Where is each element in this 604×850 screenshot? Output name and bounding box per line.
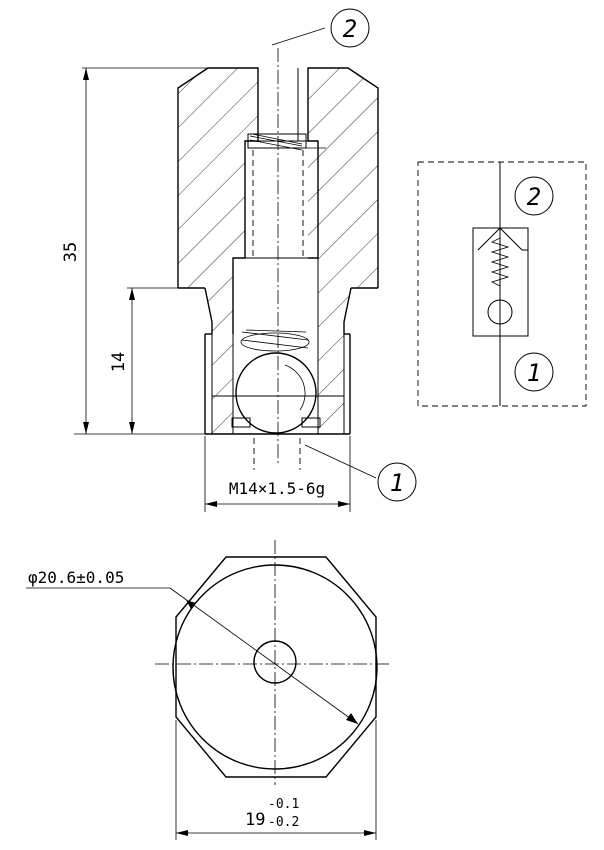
thread-section [204, 333, 351, 435]
port-1-callout: 1 [514, 352, 554, 392]
across-flats-tol-upper: -0.1 [268, 797, 299, 812]
across-flats-tol-lower: -0.2 [268, 815, 299, 830]
dimension-14: 14 [109, 287, 178, 434]
callout-2-top: 2 [271, 8, 370, 48]
section-view: 35 14 M14×1.5-6g 2 1 [61, 8, 417, 512]
symbol-ball [487, 299, 513, 325]
thread-label: M14×1.5-6g [229, 479, 325, 498]
end-view: φ20.6±0.05 19 -0.1 -0.2 [26, 540, 392, 840]
symbol-boundary [417, 161, 587, 407]
svg-text:1: 1 [390, 469, 404, 497]
hex-outline [175, 556, 377, 778]
port-2-callout: 2 [514, 176, 554, 216]
svg-text:2: 2 [527, 183, 541, 211]
across-flats-nominal: 19 [245, 810, 265, 830]
body-outline-right [307, 67, 379, 288]
lower-spring [240, 329, 310, 352]
body-hatch-left [178, 68, 258, 334]
thread-dimension: M14×1.5-6g [204, 436, 351, 512]
check-valve-symbol: 2 1 [417, 161, 587, 407]
check-ball [231, 352, 321, 434]
svg-text:2: 2 [343, 15, 357, 43]
dim-35-label: 35 [61, 242, 81, 262]
diameter-dimension: φ20.6±0.05 [26, 568, 359, 725]
across-flats-dimension: 19 -0.1 -0.2 [175, 720, 377, 840]
dimension-35: 35 [61, 67, 208, 435]
diameter-label: φ20.6±0.05 [28, 568, 124, 587]
callout-1-bottom: 1 [304, 444, 417, 502]
upper-spring [247, 133, 326, 151]
dim-14-label: 14 [109, 352, 129, 372]
svg-text:1: 1 [527, 359, 541, 387]
symbol-spring [490, 230, 510, 300]
